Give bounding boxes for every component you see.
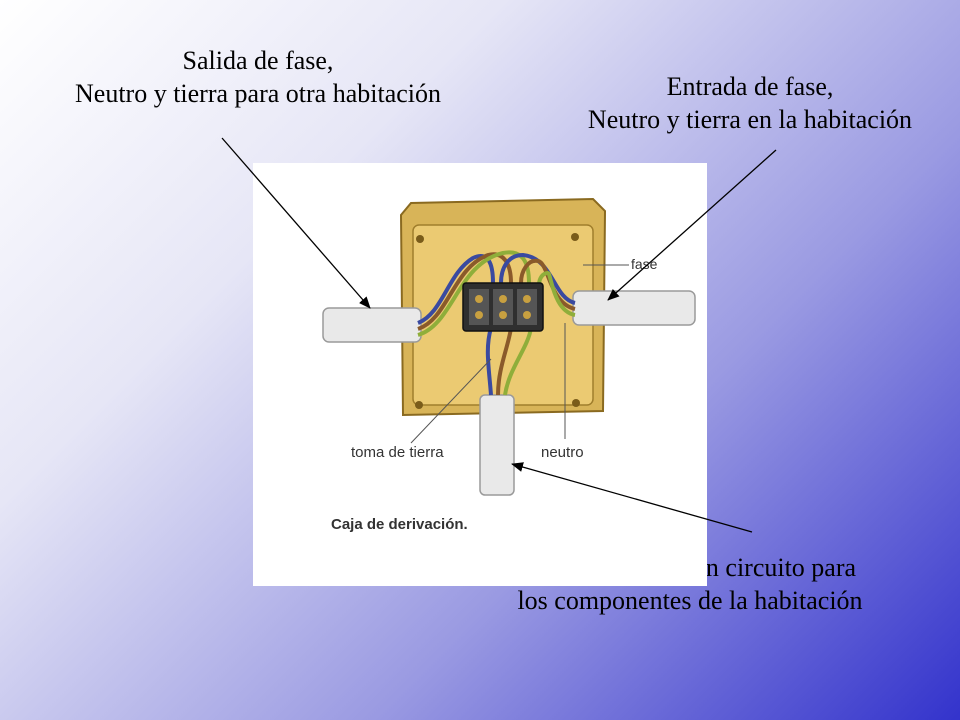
arrow-to-circuit-cable [511, 462, 753, 533]
arrow-to-input-cable [607, 149, 777, 301]
terminal-screw-icon [499, 311, 507, 319]
caption-output-line2: Neutro y tierra para otra habitación [75, 79, 441, 108]
wire-green-yellow [537, 270, 576, 317]
caption-input-line1: Entrada de fase, [666, 72, 834, 101]
junction-box-illustration: fase toma de tierra neutro Caja de deriv… [322, 197, 696, 533]
terminal-screw-icon [499, 295, 507, 303]
wire-brown [417, 252, 513, 331]
terminal-connector [517, 289, 537, 325]
label-toma-de-tierra: toma de tierra [351, 444, 444, 461]
figure-caption: Caja de derivación. [331, 516, 468, 533]
label-fase: fase [631, 256, 658, 272]
screw-icon [571, 233, 579, 241]
arrow-to-output-cable [221, 137, 371, 309]
screw-icon [572, 399, 580, 407]
screw-icon [416, 235, 424, 243]
wire-green-yellow [503, 327, 533, 396]
caption-circuit-line2: los componentes de la habitación [517, 586, 863, 615]
terminal-screw-icon [523, 295, 531, 303]
terminal-screw-icon [523, 311, 531, 319]
terminal-screw-icon [475, 311, 483, 319]
cable-left [322, 307, 422, 343]
wire-blue [417, 254, 495, 325]
label-neutro: neutro [541, 444, 584, 461]
terminal-screw-icon [475, 295, 483, 303]
wire-green-yellow [417, 250, 531, 337]
screw-icon [415, 401, 423, 409]
leader-line-toma-tierra [410, 358, 492, 444]
caption-output-wires: Salida de fase, Neutro y tierra para otr… [0, 44, 516, 110]
caption-output-line1: Salida de fase, [182, 46, 334, 75]
terminal-connector [493, 289, 513, 325]
wire-blue [485, 327, 493, 396]
caption-input-line2: Neutro y tierra en la habitación [587, 105, 913, 134]
junction-box-figure: fase toma de tierra neutro Caja de deriv… [253, 163, 707, 586]
wire-brown [519, 258, 576, 311]
wire-brown [496, 327, 513, 396]
caption-input-wires: Entrada de fase, Neutro y tierra en la h… [540, 70, 960, 136]
terminal-connector [469, 289, 489, 325]
wire-blue [499, 252, 576, 305]
